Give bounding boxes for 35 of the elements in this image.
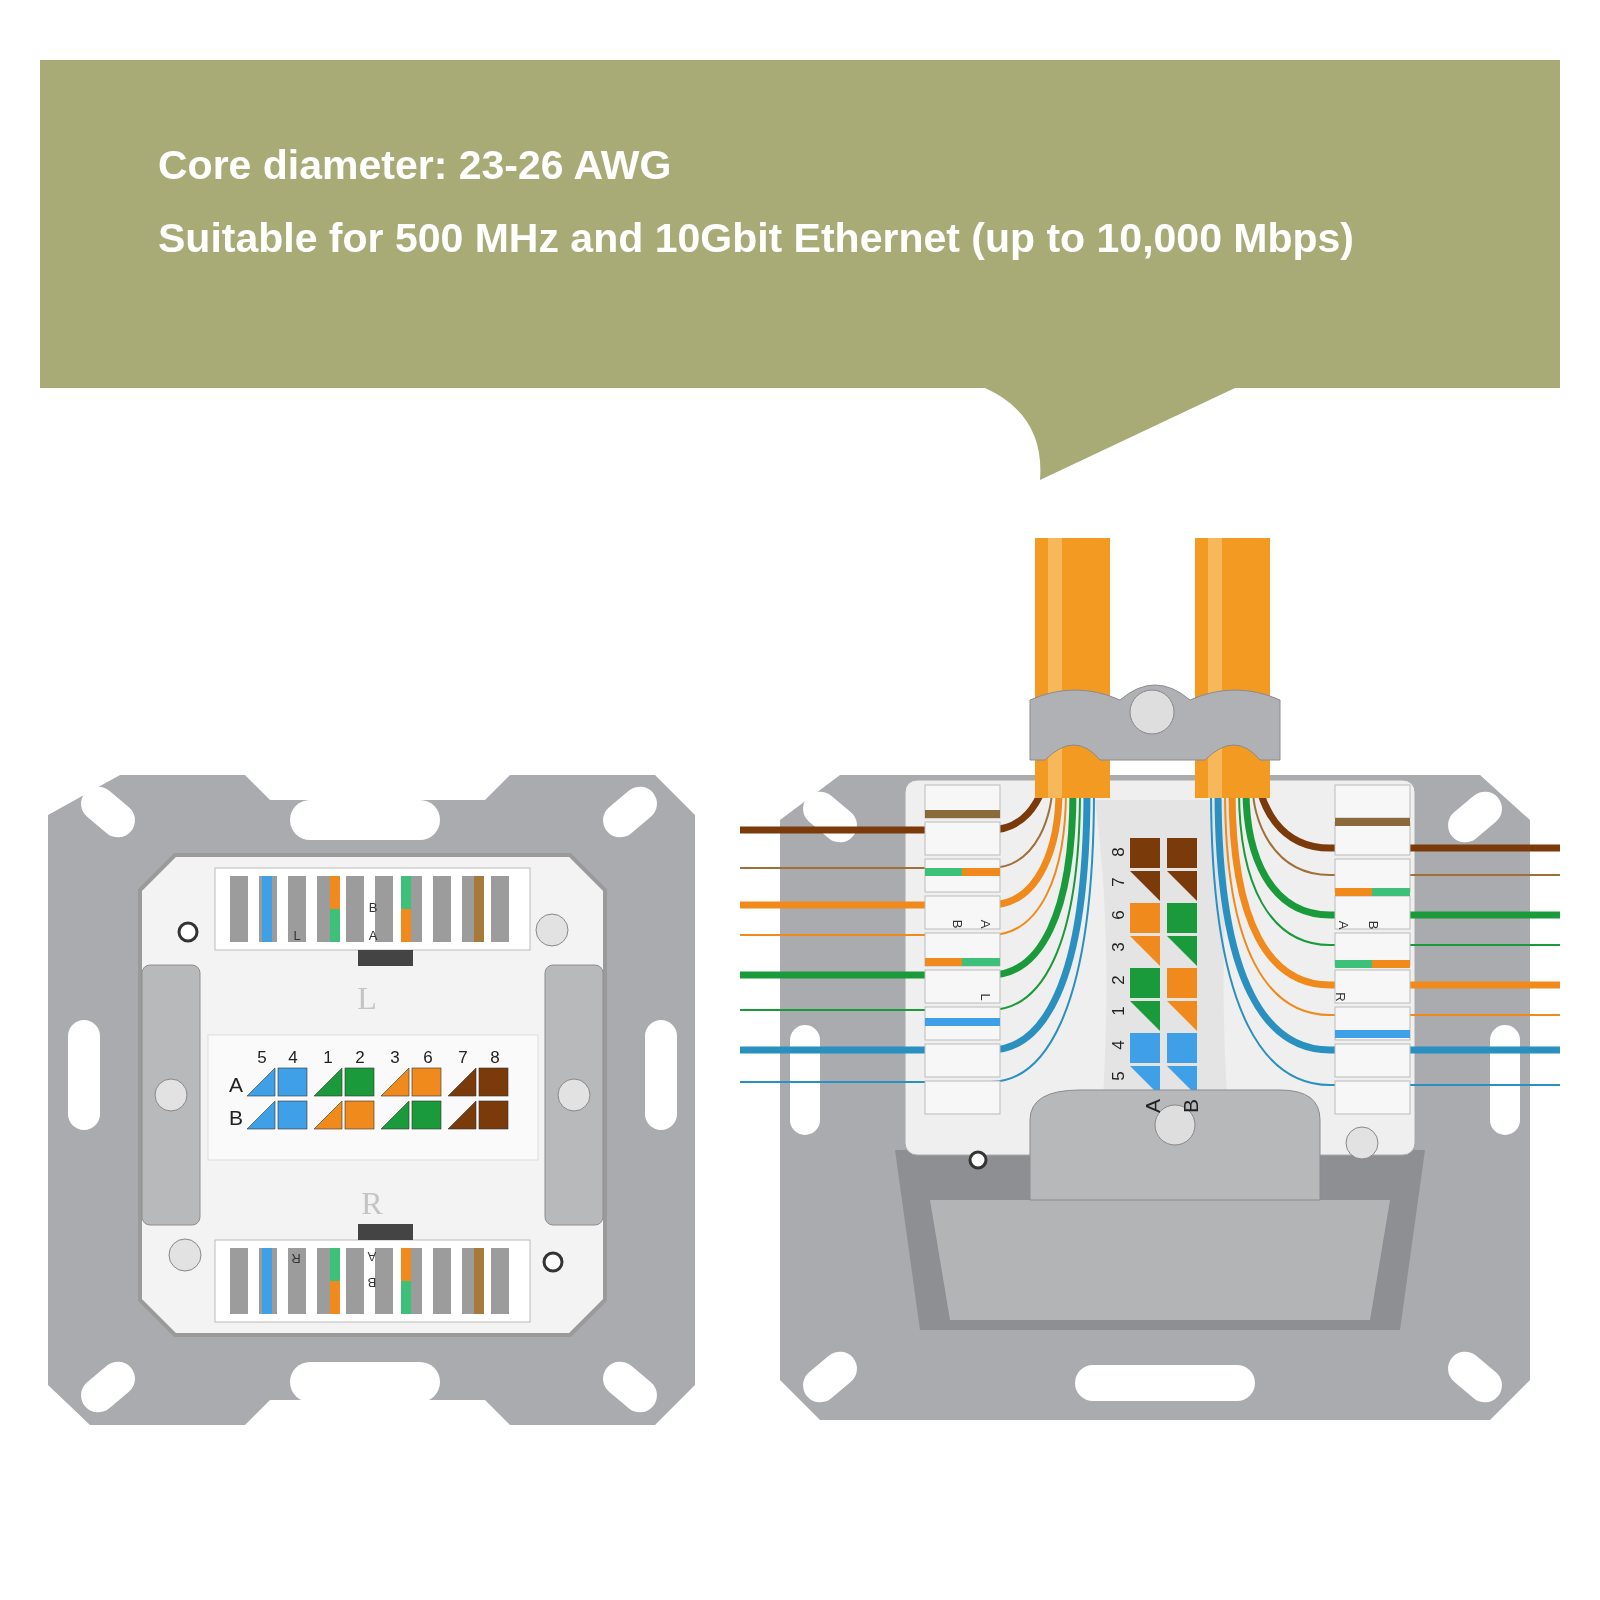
pin-number: 3 <box>1109 942 1127 952</box>
spec-text: Suitable for 500 MHz and 10Gbit Ethernet (up to 10,000 Mbps) <box>158 218 1355 259</box>
pair-letter: B <box>1179 1099 1201 1113</box>
side-letter: R <box>1333 992 1347 1002</box>
pin-number: 6 <box>423 1048 433 1066</box>
side-letter: A <box>978 919 992 929</box>
pin-number: 1 <box>1109 1006 1127 1016</box>
pair-letter: B <box>229 1106 243 1128</box>
pin-number: 8 <box>1109 847 1127 857</box>
spec-text: Core diameter: 23-26 AWG <box>158 145 672 186</box>
pin-number: 8 <box>490 1048 500 1066</box>
side-letter: L <box>293 928 301 942</box>
side-letter: A <box>367 1249 377 1263</box>
pair-letter: A <box>229 1073 243 1095</box>
side-letter: B <box>368 900 378 914</box>
side-letter: A <box>368 928 378 942</box>
side-letter: R <box>291 1251 301 1265</box>
pair-letter: A <box>1141 1099 1163 1113</box>
pin-number: 7 <box>458 1048 468 1066</box>
pin-number: 5 <box>257 1048 267 1066</box>
pin-number: 1 <box>323 1048 333 1066</box>
pin-number: 2 <box>1109 975 1127 985</box>
pin-number: 4 <box>288 1048 298 1066</box>
side-letter: B <box>367 1275 377 1289</box>
pin-number: 6 <box>1109 910 1127 920</box>
side-letter: B <box>1366 920 1380 930</box>
callout-bubble <box>40 60 1560 480</box>
side-letter: B <box>950 919 964 929</box>
pin-number: 2 <box>355 1048 365 1066</box>
pin-number: 5 <box>1109 1071 1127 1081</box>
pin-number: 7 <box>1109 877 1127 887</box>
side-letter: A <box>1336 920 1350 930</box>
side-letter: L <box>978 993 992 1001</box>
pin-number: 3 <box>390 1048 400 1066</box>
pin-number: 4 <box>1109 1040 1127 1050</box>
